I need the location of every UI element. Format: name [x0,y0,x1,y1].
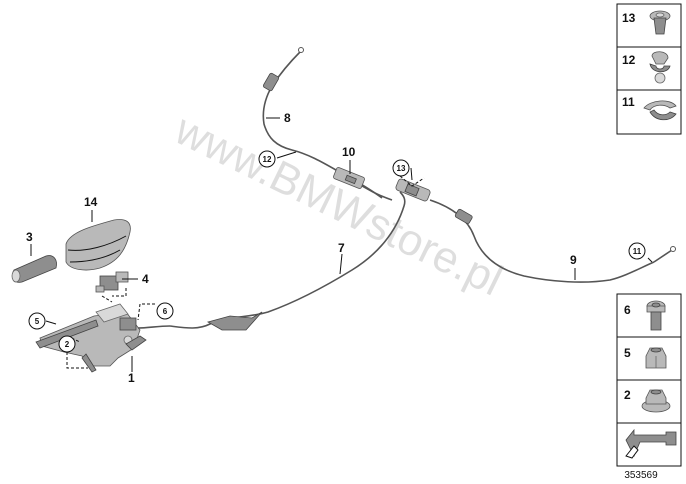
side-panel-top: 13 12 11 [616,3,682,135]
svg-text:11: 11 [633,247,642,256]
callout-5-circled: 5 [28,312,46,330]
callout-12-circled: 12 [258,150,276,168]
panel-item-5: 5 [624,346,667,369]
handbrake-sleeve [11,255,57,283]
panel-item-13: 13 [622,10,671,35]
panel-item-12: 12 [622,51,671,84]
callout-10: 10 [342,145,356,159]
svg-text:11: 11 [622,95,635,109]
cable-clip-icon [649,51,671,84]
handbrake-cable-main [169,191,406,331]
callout-4: 4 [142,272,149,286]
callout-8: 8 [284,111,291,125]
handbrake-cable-right [429,199,676,283]
flange-nut-icon [641,389,671,413]
svg-text:12: 12 [263,155,272,164]
handbrake-lever-assembly [35,303,171,373]
handbrake-grip [65,219,131,271]
cable-guide-sleeve [206,311,263,331]
callout-1: 1 [128,371,135,385]
svg-text:13: 13 [622,11,636,25]
direction-arrow-icon [625,428,677,459]
svg-text:6: 6 [163,307,168,316]
svg-text:13: 13 [397,164,406,173]
panel-item-11: 11 [622,95,677,121]
retaining-clip-icon [643,100,677,121]
circled-callouts: 12 13 11 5 6 2 [28,150,646,353]
svg-text:2: 2 [65,340,70,349]
cable-adjuster [333,167,393,201]
hex-bolt-icon [646,300,666,331]
drawing-number: 353569 [624,470,658,481]
callout-7: 7 [338,241,345,255]
panel-item-6: 6 [624,300,666,331]
side-panel-bottom: 6 5 2 [616,293,682,467]
callout-labels: 8 10 7 9 14 3 4 1 [26,111,577,385]
callout-13-circled: 13 [392,159,410,177]
cable-connector [395,178,431,202]
callout-3: 3 [26,230,33,244]
callout-9: 9 [570,253,577,267]
hex-nut-icon [645,347,667,369]
svg-text:5: 5 [624,346,631,360]
callout-14: 14 [84,195,98,209]
watermark: www.BMWstore.pl [167,105,510,306]
panel-item-2: 2 [624,388,671,413]
svg-text:12: 12 [622,53,636,67]
callout-6-circled: 6 [156,302,174,320]
svg-text:5: 5 [35,317,40,326]
svg-text:2: 2 [624,388,631,402]
microswitch [95,271,129,293]
expanding-rivet-icon [649,10,671,35]
callout-2-circled: 2 [58,335,76,353]
callout-11-circled: 11 [628,242,646,260]
leader-lines [30,117,653,372]
svg-text:6: 6 [624,303,631,317]
